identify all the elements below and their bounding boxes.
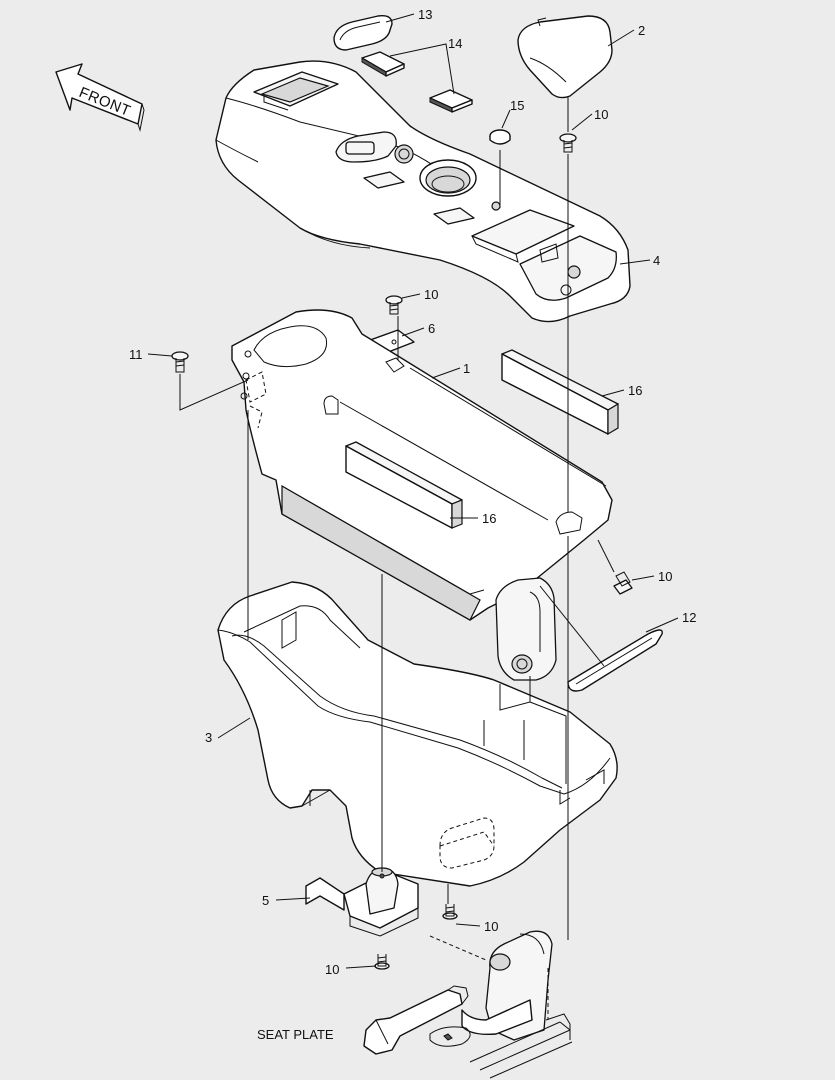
callout-16-upper: 16 [628,383,642,398]
callout-10-lower-right: 10 [484,919,498,934]
callout-14: 14 [448,36,462,51]
screw-10-upper-mid [385,295,403,315]
callout-10-upper: 10 [424,287,438,302]
seat-plate-label: SEAT PLATE [257,1027,334,1042]
callout-16-lower: 16 [482,511,496,526]
part-15-button [489,129,511,145]
assembly-lines [179,96,615,1020]
callout-10-top: 10 [594,107,608,122]
callout-1: 1 [463,361,470,376]
callout-3: 3 [205,730,212,745]
hinge-pin-assembly [363,930,573,1079]
screw-10-lower-right [442,904,458,920]
callout-2: 2 [638,23,645,38]
callout-15: 15 [510,98,524,113]
screw-11 [171,351,189,373]
part-13-pad [333,14,393,51]
screw-10-under-frame [613,571,633,595]
callout-labels: 13 14 2 15 10 4 10 6 11 1 16 16 10 12 3 … [129,7,696,1042]
part-2-cover [517,15,613,99]
part-14-plug-a [361,51,405,77]
part-16-foam-strip-upper [501,349,619,436]
part-16-foam-strip-lower [345,441,463,529]
callout-10-frame: 10 [658,569,672,584]
callout-11: 11 [129,347,143,362]
callout-4: 4 [653,253,660,268]
callout-leaders [147,13,679,969]
part-3-lower-housing [217,581,618,887]
part-12-gasket [567,629,663,692]
part-5-bracket [305,867,419,937]
callout-6: 6 [428,321,435,336]
callout-12: 12 [682,610,696,625]
callout-5: 5 [262,893,269,908]
callout-13: 13 [418,7,432,22]
front-direction-arrow: FRONT [55,63,145,132]
callout-10-bottom: 10 [325,962,339,977]
screw-10-top [559,133,577,153]
screw-10-bottom [374,954,390,970]
part-14-plug-b [429,89,473,113]
